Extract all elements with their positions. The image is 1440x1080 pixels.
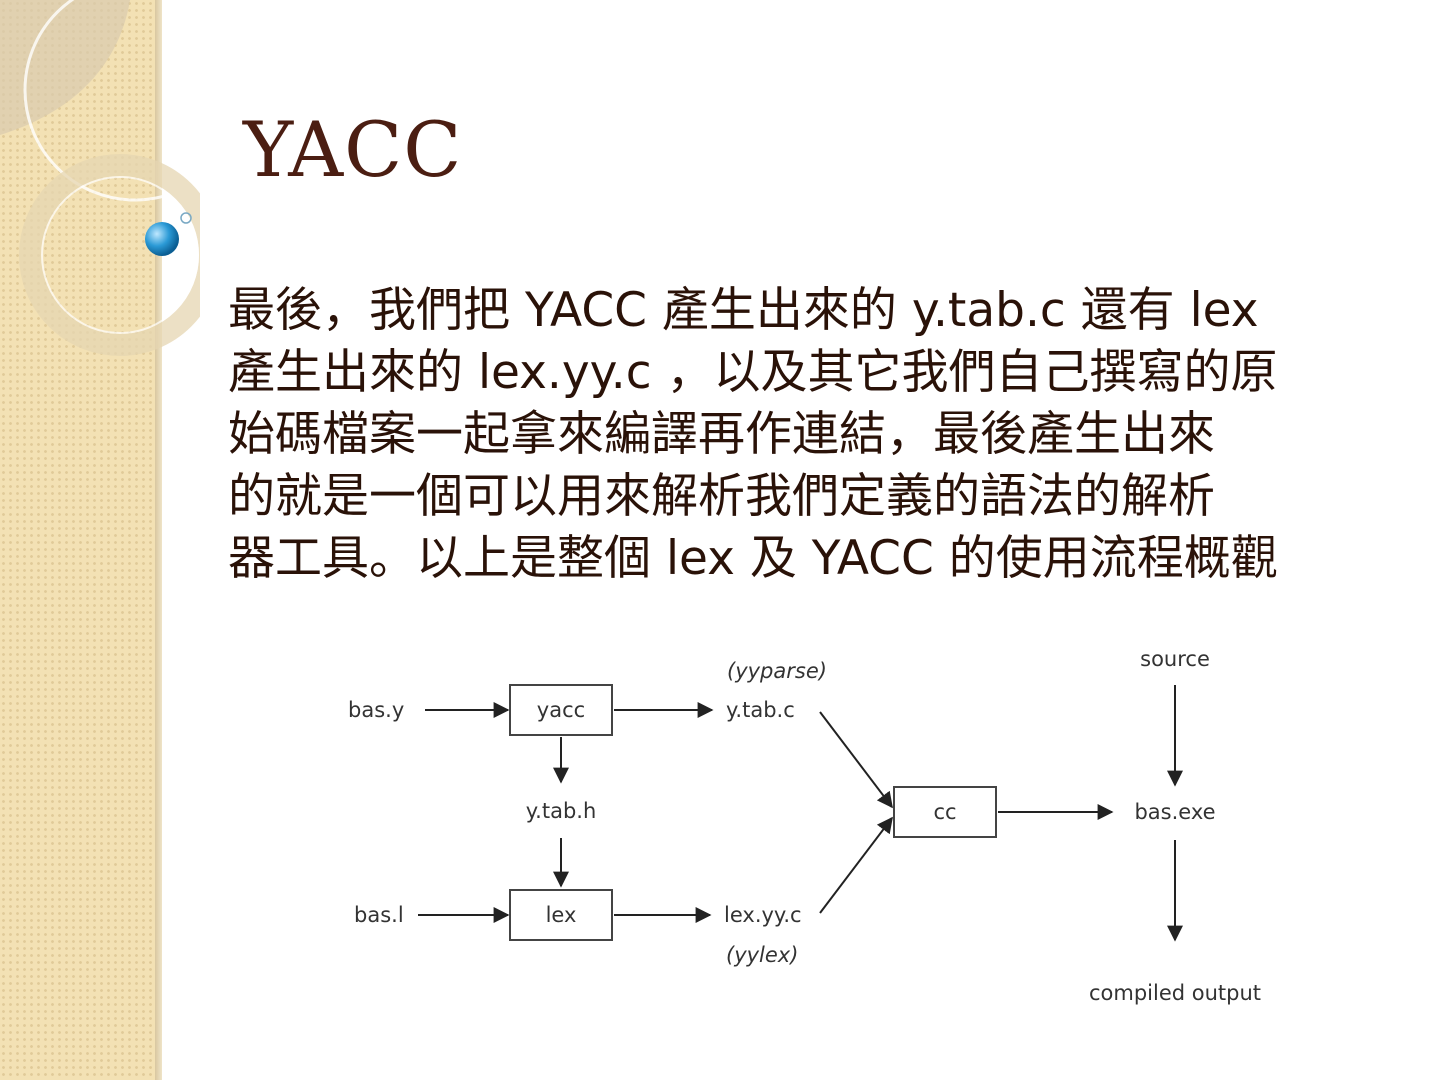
bas-l-label: bas.l <box>354 903 404 927</box>
cc-box <box>893 786 997 838</box>
yylex-label: (yylex) <box>726 943 798 967</box>
yyparse-label: (yyparse) <box>727 659 827 683</box>
body-line: 始碼檔案一起拿來編譯再作連結，最後產生出來 <box>228 407 1215 462</box>
body-line: 的就是一個可以用來解析我們定義的語法的解析 <box>228 469 1215 524</box>
cc-label: cc <box>933 800 956 824</box>
large-ring <box>23 0 200 202</box>
bas-y-label: bas.y <box>348 698 404 722</box>
body-line: 產生出來的 lex.yy.c ，以及其它我們自己撰寫的原 <box>228 345 1278 400</box>
side-strip-edge <box>155 0 162 1080</box>
thick-ring <box>19 154 200 356</box>
yacc-box <box>509 684 613 736</box>
small-bullet-ring <box>180 212 192 224</box>
decorative-circles <box>0 0 200 356</box>
source-label: source <box>1140 647 1210 671</box>
corner-shape <box>0 0 130 135</box>
body-line: 最後，我們把 YACC 產生出來的 y.tab.c 還有 lex <box>228 283 1259 338</box>
lex-yy-c-label: lex.yy.c <box>724 903 802 927</box>
y-tab-h-label: y.tab.h <box>526 799 597 823</box>
arrow-y-tab-c-to-cc <box>819 711 893 809</box>
slide-title: YACC <box>243 105 463 194</box>
yacc-label: yacc <box>537 698 585 722</box>
slide-body-text: 最後，我們把 YACC 產生出來的 y.tab.c 還有 lex 產生出來的 l… <box>228 280 1378 590</box>
lex-box <box>509 889 613 941</box>
body-line: 器工具。以上是整個 lex 及 YACC 的使用流程概觀 <box>228 531 1278 586</box>
lex-label: lex <box>546 903 577 927</box>
bas-exe-label: bas.exe <box>1134 800 1215 824</box>
compiled-output-label: compiled output <box>1089 981 1261 1005</box>
y-tab-c-label: y.tab.c <box>726 698 795 722</box>
blue-bullet-ball <box>145 222 179 256</box>
inner-ring <box>41 176 199 334</box>
lex-yacc-flow-diagram: bas.y yacc (yyparse) y.tab.c y.tab.h bas… <box>348 647 1261 1005</box>
arrow-lex-yy-c-to-cc <box>819 816 893 914</box>
